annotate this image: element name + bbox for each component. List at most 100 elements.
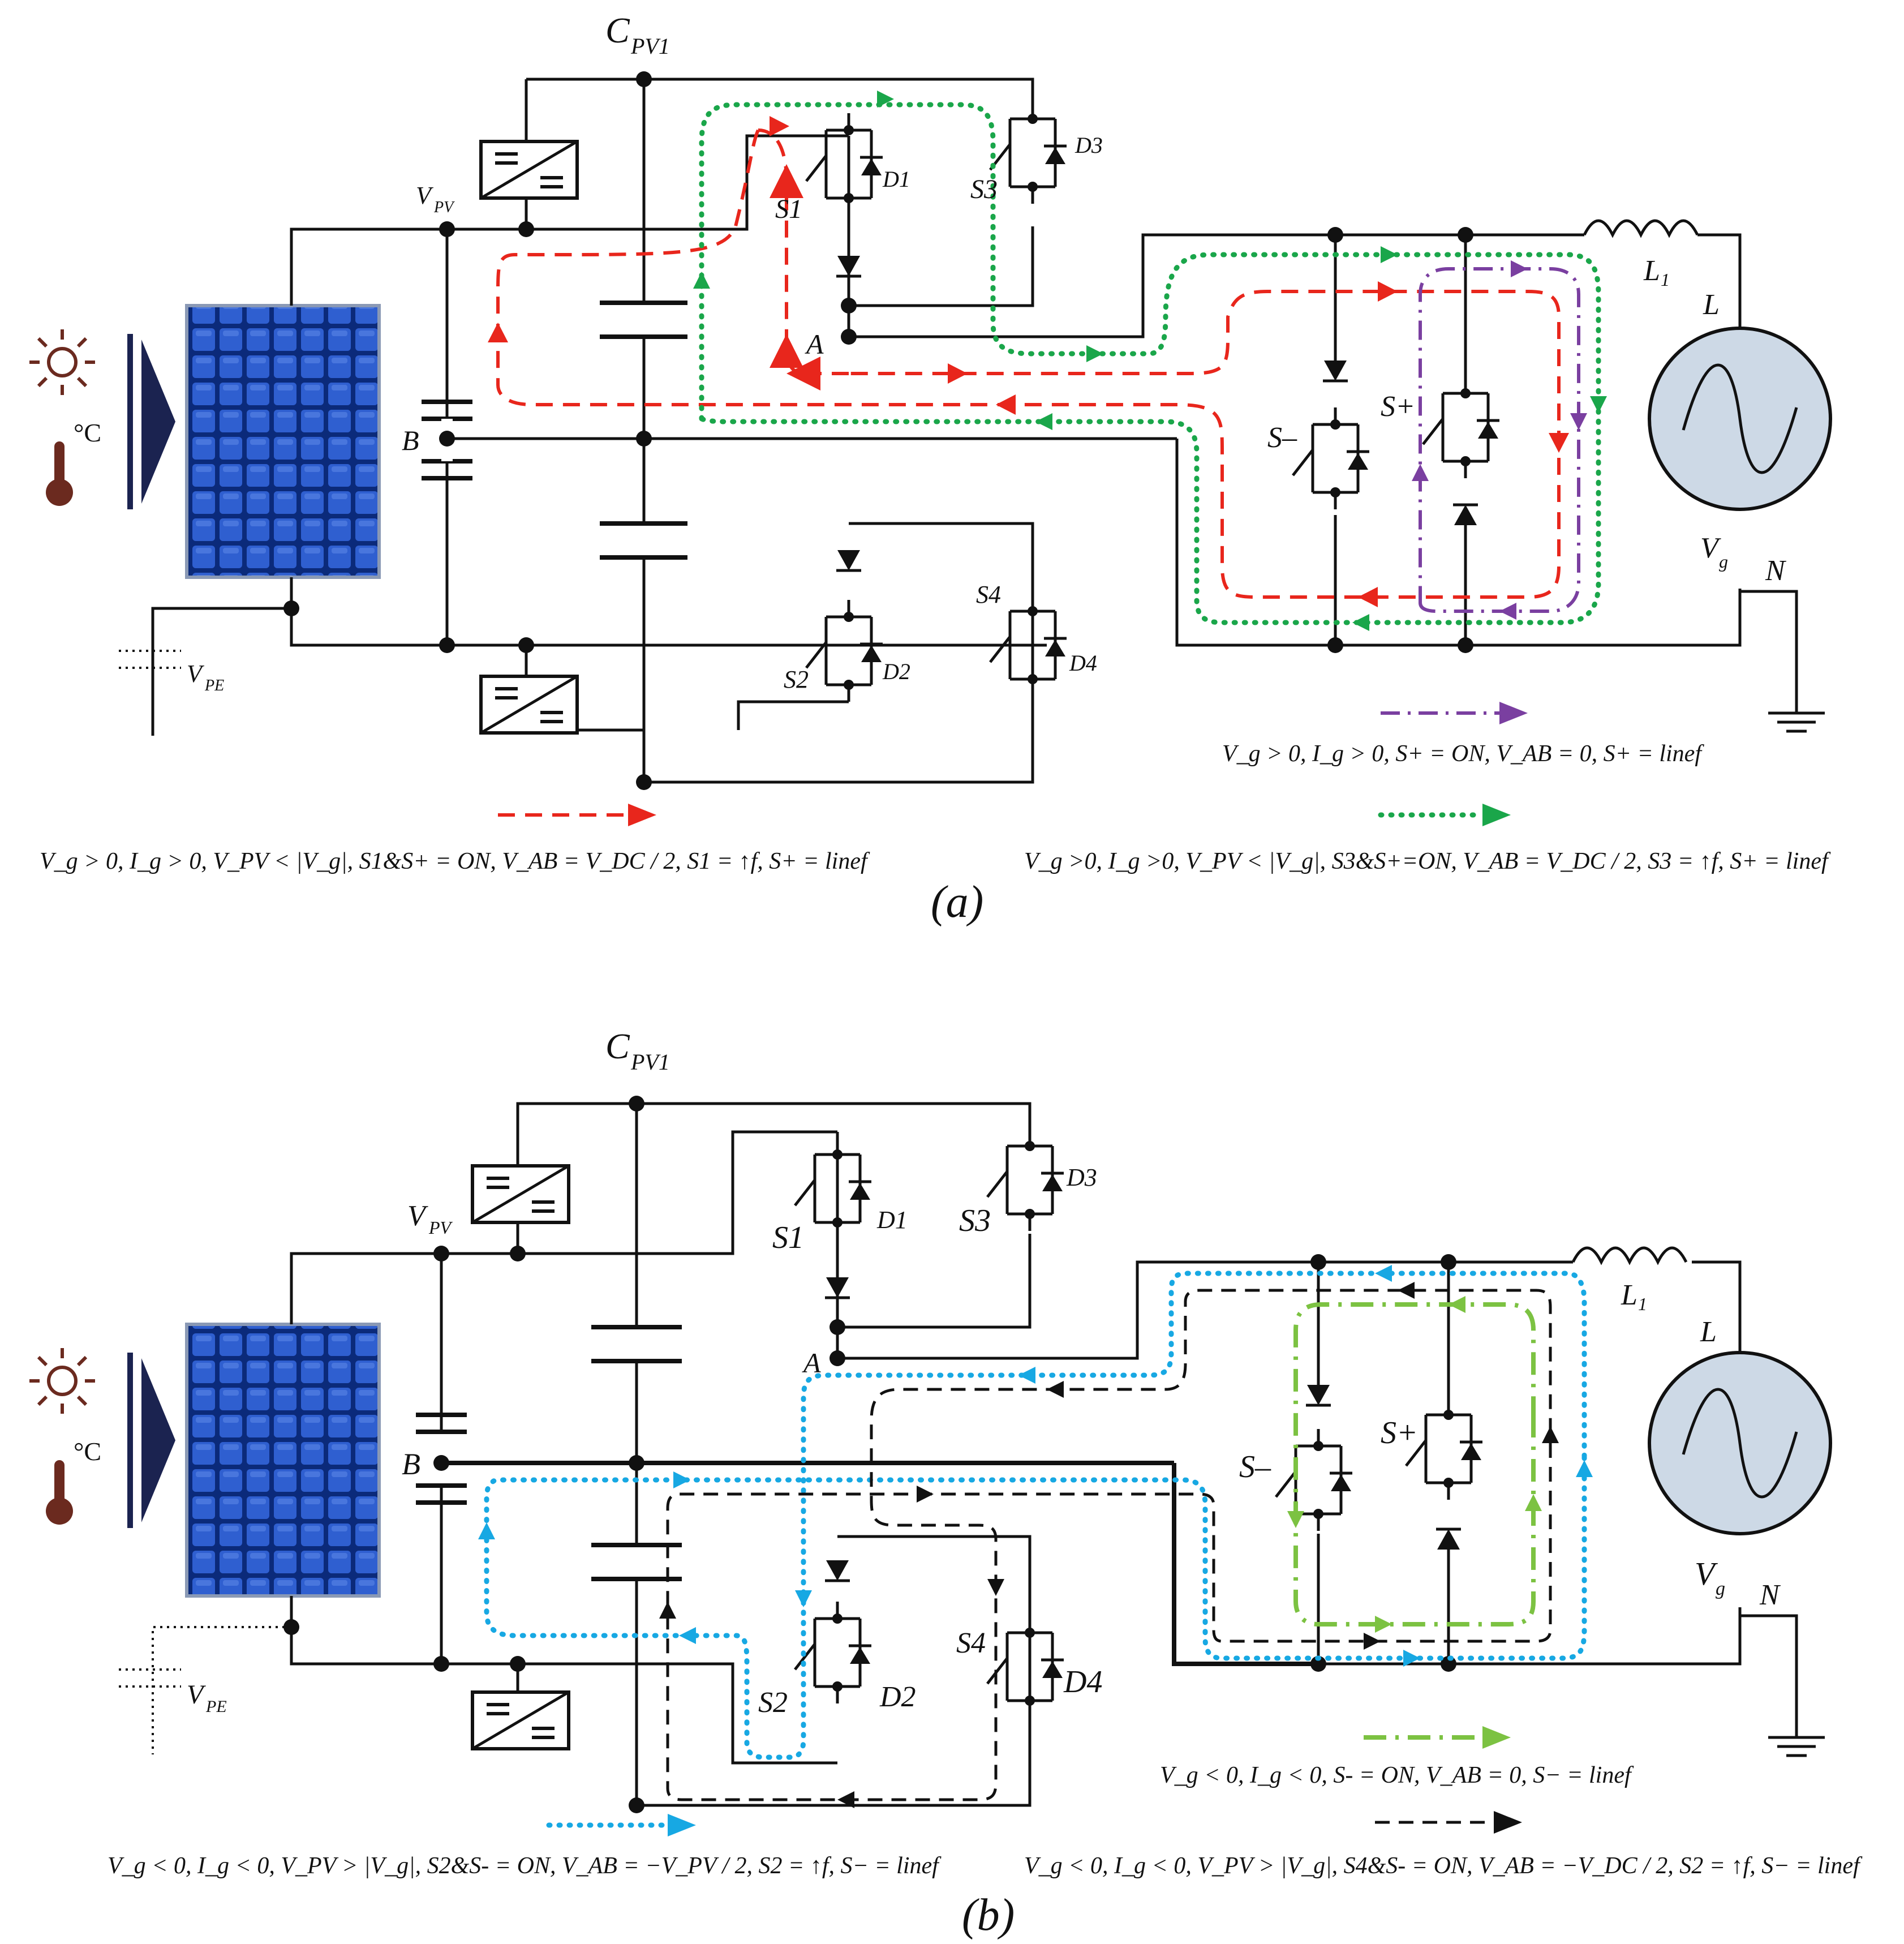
- vg-label: V: [1695, 1555, 1718, 1592]
- line-l-label: L: [1700, 1316, 1717, 1348]
- caption-red: V_g > 0, I_g > 0, V_PV < |V_g|, S1&S+ = …: [40, 848, 870, 874]
- s-minus-label: S–: [1267, 422, 1297, 454]
- celsius-label: °C: [74, 1437, 101, 1466]
- dc-dc-converter-icon: [472, 1692, 569, 1749]
- vg-sub: g: [1719, 551, 1728, 572]
- current-path-black: [659, 1282, 1559, 1808]
- switch-s3: [990, 102, 1067, 204]
- vpe-label: V: [187, 660, 205, 688]
- ac-source-icon: [1648, 327, 1832, 511]
- node-b-label: B: [402, 1447, 420, 1481]
- s2-label: S2: [758, 1686, 788, 1719]
- switch-s-plus: [1423, 376, 1499, 525]
- s1-label: S1: [775, 194, 802, 224]
- vpv-sub: PV: [428, 1217, 453, 1238]
- vpv-label: V: [416, 182, 434, 209]
- inductor-label: L: [1643, 255, 1660, 287]
- wiring: [290, 1102, 1798, 1807]
- cpv1-label: C: [605, 10, 630, 50]
- s-plus-label: S+: [1381, 1415, 1418, 1451]
- s2-label: S2: [784, 666, 809, 693]
- legend-black: [1375, 1811, 1522, 1834]
- junctions: [283, 1096, 1456, 1813]
- panel-b: °C: [29, 1026, 1863, 1940]
- irradiance-arrow-icon: [127, 334, 175, 509]
- s4-label: S4: [976, 581, 1001, 608]
- panel-a: °C: [29, 10, 1832, 927]
- inductor-sub: 1: [1638, 1294, 1647, 1314]
- switch-s4: [987, 1616, 1064, 1718]
- legend-purple: [1381, 702, 1528, 724]
- d2-label: D2: [879, 1681, 916, 1713]
- solar-panel-icon: [185, 304, 381, 579]
- diode-upper: [825, 1277, 850, 1298]
- current-path-purple: [1412, 260, 1587, 620]
- d2-label: D2: [882, 659, 910, 684]
- dc-dc-converter-icon: [481, 141, 577, 198]
- diode-lower: [825, 1560, 850, 1581]
- switch-s3: [987, 1129, 1064, 1231]
- s3-label: S3: [959, 1203, 991, 1238]
- diode-upper: [836, 256, 861, 276]
- legend-blue: [546, 1814, 696, 1836]
- solar-panel-icon: [185, 1323, 381, 1598]
- pe-capacitor: [119, 607, 291, 736]
- caption-green: V_g >0, I_g >0, V_PV < |V_g|, S3&S+=ON, …: [1024, 848, 1831, 874]
- d1-label: D1: [882, 166, 910, 192]
- node-a-label: A: [805, 328, 824, 360]
- inductor-sub: 1: [1661, 269, 1670, 290]
- caption-blue: V_g < 0, I_g < 0, V_PV > |V_g|, S2&S- = …: [108, 1853, 942, 1879]
- ground-icon: [1768, 690, 1825, 731]
- switch-s-minus: [1293, 361, 1369, 509]
- sun-icon: [29, 1348, 95, 1414]
- switch-s2: [806, 600, 883, 702]
- vg-sub: g: [1716, 1578, 1725, 1599]
- ac-source-icon: [1648, 1351, 1832, 1535]
- pe-capacitor: [119, 1626, 291, 1754]
- thermometer-icon: [46, 1460, 73, 1525]
- vpe-sub: PE: [204, 677, 224, 694]
- d1-label: D1: [876, 1206, 908, 1234]
- vg-label: V: [1700, 532, 1721, 564]
- s3-label: S3: [970, 174, 998, 204]
- cpv1-label: C: [605, 1026, 630, 1066]
- celsius-label: °C: [74, 418, 101, 447]
- dc-dc-converter-icon: [472, 1166, 569, 1222]
- vpv-label: V: [407, 1200, 428, 1232]
- figure-label-b: (b): [962, 1890, 1015, 1940]
- node-b-label: B: [402, 424, 419, 456]
- s1-label: S1: [772, 1220, 804, 1255]
- cpv1-sub: PV1: [630, 33, 670, 59]
- legend-lightgreen: [1364, 1726, 1511, 1749]
- s-plus-label: S+: [1381, 390, 1415, 423]
- sun-icon: [29, 329, 95, 395]
- diode-lower: [836, 550, 861, 570]
- junctions: [283, 71, 1473, 790]
- switch-s1: [795, 1138, 871, 1239]
- cpv1-capacitor: [600, 79, 687, 782]
- vpe-label: V: [187, 1680, 206, 1710]
- switch-s2: [795, 1602, 871, 1703]
- neutral-label: N: [1765, 555, 1787, 587]
- dc-dc-converter-icon: [481, 676, 577, 733]
- line-l-label: L: [1703, 289, 1720, 321]
- irradiance-arrow-icon: [127, 1353, 175, 1528]
- inductor-label: L: [1621, 1279, 1637, 1311]
- inductor-icon: [1583, 219, 1699, 238]
- current-path-green: [693, 91, 1607, 631]
- d4-label: D4: [1069, 650, 1097, 676]
- neutral-label: N: [1759, 1579, 1781, 1611]
- caption-lightgreen: V_g < 0, I_g < 0, S- = ON, V_AB = 0, S− …: [1160, 1762, 1634, 1788]
- node-a-label: A: [802, 1347, 821, 1379]
- d4-label: D4: [1063, 1664, 1102, 1700]
- switch-s-minus: [1276, 1385, 1352, 1531]
- d3-label: D3: [1075, 132, 1103, 158]
- caption-purple: V_g > 0, I_g > 0, S+ = ON, V_AB = 0, S+ …: [1222, 741, 1704, 767]
- caption-black: V_g < 0, I_g < 0, V_PV > |V_g|, S4&S- = …: [1024, 1853, 1863, 1879]
- vpe-sub: PE: [205, 1697, 227, 1716]
- switch-s1: [806, 113, 883, 215]
- legend-green: [1378, 804, 1511, 826]
- cpv1-sub: PV1: [630, 1049, 670, 1075]
- d3-label: D3: [1066, 1164, 1097, 1191]
